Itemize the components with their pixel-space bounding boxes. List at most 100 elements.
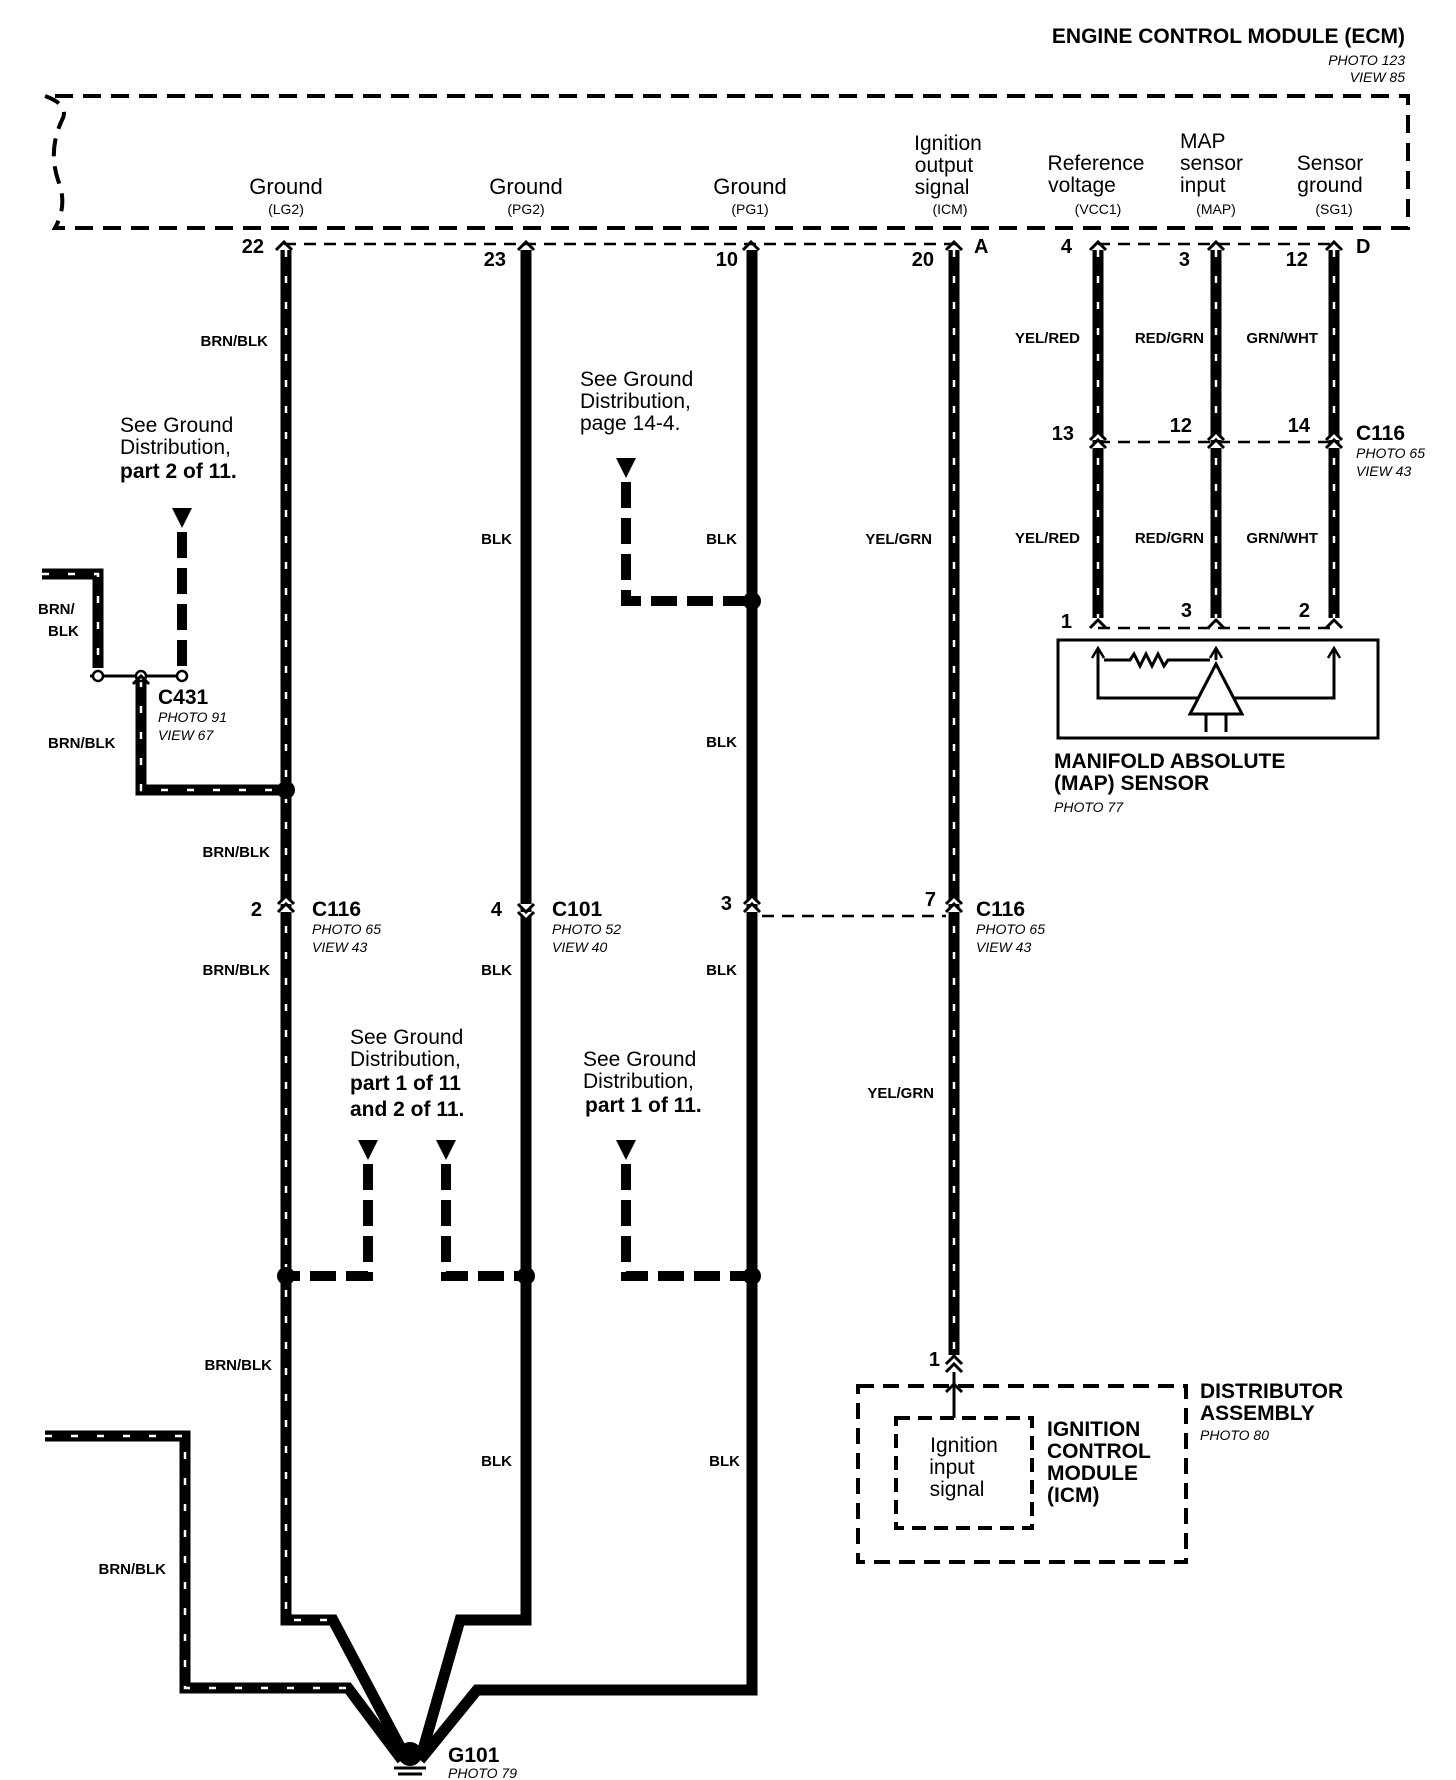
label-brn-blk-5: BRN/BLK [99, 1561, 167, 1578]
c116-right-pin-7: 7 [925, 889, 936, 911]
label-yel-grn-2: YEL/GRN [867, 1085, 934, 1102]
ecm-pin-22: 22 [242, 236, 264, 258]
label-yel-red-1: YEL/RED [1015, 330, 1080, 347]
note-lower-right-l1: See Ground [583, 1048, 696, 1071]
c431-name: C431 [158, 686, 209, 709]
c116-left-photo: PHOTO 65 [312, 921, 381, 937]
icm-title1: IGNITION [1047, 1418, 1140, 1441]
g101-name: G101 [448, 1744, 500, 1767]
ecm-view: VIEW 85 [1350, 69, 1405, 85]
note-lower-right-l3: part 1 of 11. [585, 1094, 702, 1117]
wire-labels: BRN/BLK BRN/BLK BRN/BLK BRN/BLK BRN/BLK … [99, 330, 1319, 1578]
label-yel-red-2: YEL/RED [1015, 530, 1080, 547]
map-sensor [1056, 617, 1380, 740]
terminal-map-code: (MAP) [1196, 201, 1236, 217]
c116-top-name: C116 [1356, 422, 1405, 445]
note-lower-right-l2: Distribution, [583, 1070, 694, 1093]
c116-right-photo: PHOTO 65 [976, 921, 1045, 937]
note-ground-part1-and-2: See Ground Distribution, part 1 of 11 an… [350, 1026, 464, 1121]
c431-wire-label: BRN/BLK [48, 735, 116, 752]
c116-top-view: VIEW 43 [1356, 463, 1411, 479]
ecm-pin-10: 10 [716, 249, 738, 271]
ecm-pin-12: 12 [1286, 249, 1308, 271]
distributor-title1: DISTRIBUTOR [1200, 1380, 1343, 1403]
note-lower-left-l3: part 1 of 11 [350, 1072, 461, 1095]
ecm-pin-23: 23 [484, 249, 506, 271]
distributor-pin-1: 1 [929, 1349, 940, 1371]
c116-left-pin: 2 [251, 899, 262, 921]
map-sensor-photo: PHOTO 77 [1054, 799, 1124, 815]
terminal-lg2-code: (LG2) [268, 201, 304, 217]
ecm-pin-caps [274, 239, 1344, 252]
c116-top-connector [1088, 429, 1344, 450]
terminal-pg2-code: (PG2) [507, 201, 544, 217]
ecm-connector-d-letter: D [1356, 236, 1370, 258]
c431-view: VIEW 67 [158, 727, 214, 743]
label-blk-pg2-3: BLK [481, 1453, 512, 1470]
ecm-terminal-labels: Ground (LG2) Ground (PG2) Ground (PG1) I… [249, 130, 1363, 217]
map-sensor-title2: (MAP) SENSOR [1054, 772, 1209, 795]
label-brn-blk-1: BRN/BLK [201, 333, 269, 350]
label-brn-blk-2: BRN/BLK [203, 844, 271, 861]
c101-view: VIEW 40 [552, 939, 607, 955]
ecm-photo: PHOTO 123 [1328, 52, 1405, 68]
note-lower-left-l1: See Ground [350, 1026, 463, 1049]
icm-input-l2: input [929, 1456, 975, 1479]
note-left-l3: part 2 of 11. [120, 460, 237, 483]
ecm-connector-a-letter: A [974, 236, 988, 258]
terminal-sg1-line2: ground [1297, 174, 1362, 197]
c101-photo: PHOTO 52 [552, 921, 621, 937]
c116-left-name: C116 [312, 898, 361, 921]
label-red-grn-2: RED/GRN [1135, 530, 1204, 547]
c431-blk-label: BLK [48, 623, 79, 640]
label-blk-pg1-4: BLK [709, 1453, 740, 1470]
note-mid-l1: See Ground [580, 368, 693, 391]
map-sensor-title1: MANIFOLD ABSOLUTE [1054, 750, 1285, 773]
label-red-grn-1: RED/GRN [1135, 330, 1204, 347]
label-blk-pg1-3: BLK [706, 962, 737, 979]
label-blk-pg1-2: BLK [706, 734, 737, 751]
terminal-icm-line3: signal [915, 176, 970, 199]
note-lower-left-l2: Distribution, [350, 1048, 461, 1071]
terminal-pg1-label: Ground [713, 174, 786, 199]
label-blk-pg2-1: BLK [481, 531, 512, 548]
lower-ground-branches [277, 1140, 761, 1285]
mid-connectors [276, 893, 964, 923]
map-pin-3: 3 [1181, 600, 1192, 622]
note-left-l1: See Ground [120, 414, 233, 437]
terminal-icm-line2: output [915, 154, 974, 177]
wire-brn-blk-lower-left [45, 1430, 407, 1764]
c116-top-photo: PHOTO 65 [1356, 445, 1425, 461]
terminal-vcc1-line1: Reference [1048, 152, 1145, 175]
icm-title4: (ICM) [1047, 1484, 1099, 1507]
note-lower-left-l4: and 2 of 11. [350, 1098, 464, 1121]
c116-right-name: C116 [976, 898, 1025, 921]
terminal-sg1-code: (SG1) [1315, 201, 1352, 217]
label-blk-pg2-2: BLK [481, 962, 512, 979]
note-ground-part1: See Ground Distribution, part 1 of 11. [583, 1048, 702, 1117]
distributor-box [856, 1384, 1188, 1564]
distributor-assembly [856, 1353, 1188, 1564]
c431-brn-label: BRN/ [38, 601, 75, 618]
ecm-title: ENGINE CONTROL MODULE (ECM) [1052, 25, 1405, 48]
terminal-pg1-code: (PG1) [731, 201, 768, 217]
terminal-map-line3: input [1180, 174, 1226, 197]
ecm-pin-3: 3 [1179, 249, 1190, 271]
label-yel-grn-1: YEL/GRN [865, 531, 932, 548]
icm-title2: CONTROL [1047, 1440, 1151, 1463]
note-left-l2: Distribution, [120, 436, 231, 459]
note-ground-part2: See Ground Distribution, part 2 of 11. [120, 414, 237, 483]
terminal-map-line1: MAP [1180, 130, 1226, 153]
ecm-pin-20: 20 [912, 249, 934, 271]
c116-top-pin-14: 14 [1288, 415, 1311, 437]
c116-top-pin-13: 13 [1052, 423, 1074, 445]
c431-photo: PHOTO 91 [158, 709, 227, 725]
note-mid-l3: page 14-4. [580, 412, 680, 435]
icm-input-box [894, 1416, 1034, 1530]
distributor-title2: ASSEMBLY [1200, 1402, 1315, 1425]
terminal-vcc1-code: (VCC1) [1075, 201, 1122, 217]
wire-blk-pg2 [414, 250, 532, 1762]
note-mid-l2: Distribution, [580, 390, 691, 413]
terminal-icm-code: (ICM) [933, 201, 968, 217]
